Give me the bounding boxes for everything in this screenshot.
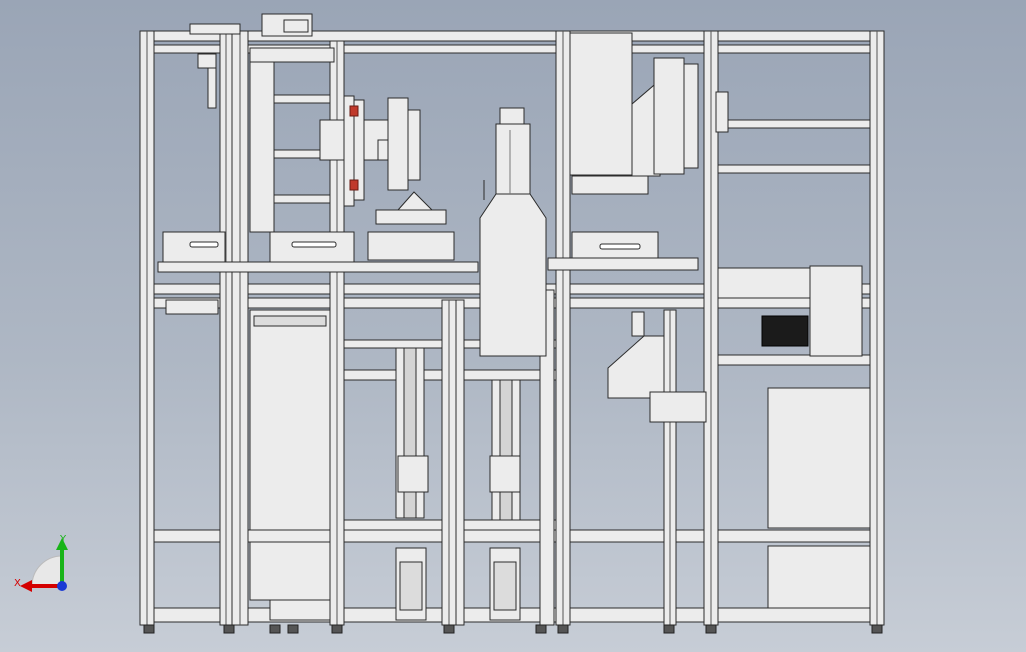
slot-marks [189,241,641,250]
top-carriage [189,13,335,109]
coordinate-triad: Y X [14,534,68,592]
central-actuator [479,107,547,357]
triad-backdrop [31,555,63,587]
x-axis-label: X [14,578,21,589]
z-axis-dot [57,581,67,591]
right-cabinet [767,387,871,609]
left-gripper [319,95,447,225]
feet [143,624,883,634]
right-mid-assembly [607,265,863,423]
post-grooves [146,31,878,625]
y-axis-label: Y [59,534,67,545]
x-axis-head [20,580,32,592]
left-module [249,61,331,621]
y-axis-head [56,538,68,550]
right-top-unit [569,32,729,195]
linear-guides [395,347,521,621]
frame-posts [139,30,885,626]
